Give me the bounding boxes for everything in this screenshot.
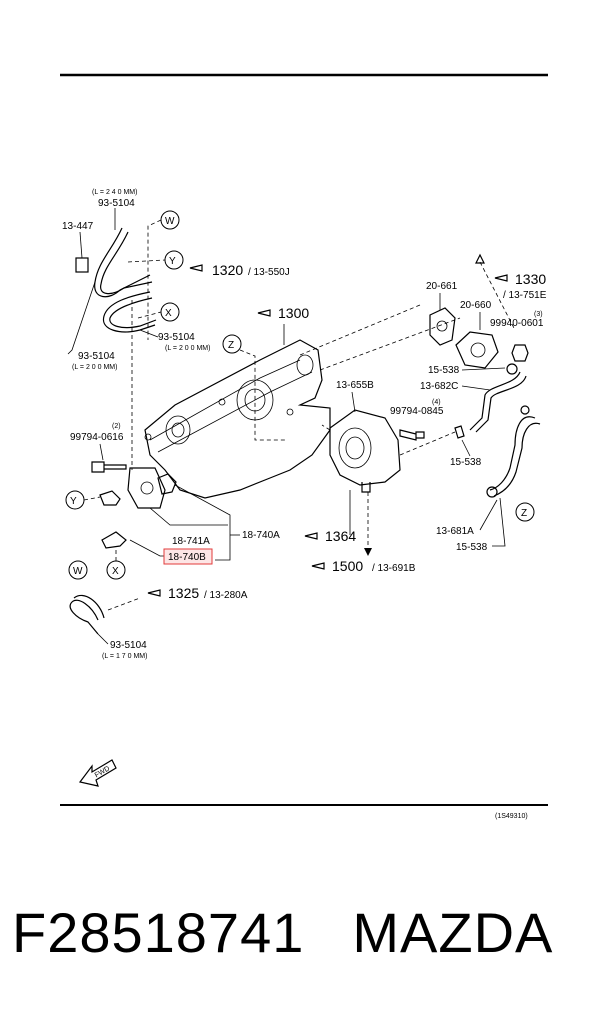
intake-manifold bbox=[144, 339, 331, 499]
ref-1500[interactable]: 1500 bbox=[332, 558, 363, 574]
part-13-655b: 13-655B bbox=[336, 380, 374, 391]
ref-1325[interactable]: 1325 bbox=[168, 585, 199, 601]
part-13-682c: 13-682C bbox=[420, 381, 458, 392]
part-18-741a: 18-741A bbox=[172, 536, 210, 547]
ref-1300[interactable]: 1300 bbox=[278, 305, 309, 321]
hose-93-5104-170 bbox=[69, 599, 99, 635]
svg-text:/ 13-280A: / 13-280A bbox=[204, 590, 248, 601]
highlight-box[interactable] bbox=[163, 548, 213, 565]
svg-text:(3): (3) bbox=[534, 311, 543, 318]
ref-arrow-icon bbox=[257, 309, 271, 317]
ref-arrow-icon bbox=[147, 589, 161, 597]
gasket-18-741a bbox=[127, 467, 166, 509]
hose3-code: 93-5104 bbox=[78, 351, 115, 362]
ref-arrow-icon bbox=[311, 562, 325, 570]
part-99794-0845: 99794-0845 bbox=[390, 406, 444, 417]
svg-text:/ 13-550J: / 13-550J bbox=[248, 267, 290, 278]
hose1-code: 93-5104 bbox=[98, 198, 135, 209]
hose4-length: (L = 1 7 0 MM) bbox=[102, 653, 147, 660]
clamp-13-447 bbox=[75, 257, 89, 273]
part-99940-0601: 99940-0601 bbox=[490, 318, 544, 329]
part-18-740a: 18-740A bbox=[242, 530, 280, 541]
hose1-length: (L = 2 4 0 MM) bbox=[92, 189, 137, 196]
gasket-20-661 bbox=[429, 307, 456, 346]
callout-z-top bbox=[222, 334, 242, 354]
hose-93-5104-240 bbox=[94, 227, 151, 298]
svg-text:W: W bbox=[73, 566, 83, 577]
svg-text:Y: Y bbox=[169, 256, 176, 267]
hose4-code: 93-5104 bbox=[110, 640, 147, 651]
svg-text:(4): (4) bbox=[432, 399, 441, 406]
svg-text:W: W bbox=[165, 216, 175, 227]
svg-text:Z: Z bbox=[521, 508, 527, 519]
hose-93-5104-200-a bbox=[102, 291, 156, 333]
ref-1320[interactable]: 1320 bbox=[212, 262, 243, 278]
bolt-99794-0845 bbox=[399, 429, 425, 441]
svg-text:Y: Y bbox=[70, 496, 77, 507]
part-20-661: 20-661 bbox=[426, 281, 458, 292]
part-number: F28518741 bbox=[12, 901, 305, 964]
hose2-length: (L = 2 0 0 MM) bbox=[165, 345, 210, 352]
svg-text:(2): (2) bbox=[112, 423, 121, 430]
valve-20-660 bbox=[455, 331, 499, 369]
svg-text:/ 13-751E: / 13-751E bbox=[503, 290, 547, 301]
seal-18-740a bbox=[157, 473, 177, 495]
part-15-538-b: 15-538 bbox=[450, 457, 482, 468]
hose-93-5104-200-a-outer bbox=[109, 297, 157, 329]
hose-13-682c bbox=[469, 371, 521, 431]
hose2-code: 93-5104 bbox=[158, 332, 195, 343]
footer-caption: F28518741 MAZDA bbox=[12, 900, 592, 965]
fitting-x bbox=[101, 531, 127, 549]
hose-93-5104-240-outer bbox=[100, 231, 153, 295]
part-99794-0616: 99794-0616 bbox=[70, 432, 124, 443]
hose-13-681a bbox=[489, 416, 536, 491]
part-18-740b[interactable]: 18-740B bbox=[168, 552, 206, 563]
svg-text:X: X bbox=[112, 566, 119, 577]
fitting-y bbox=[99, 490, 121, 506]
callout-z-right bbox=[515, 502, 535, 522]
brand-name: MAZDA bbox=[352, 901, 554, 964]
part-15-538-a: 15-538 bbox=[428, 365, 460, 376]
ref-1330[interactable]: 1330 bbox=[515, 271, 546, 287]
part-13-447: 13-447 bbox=[62, 221, 94, 232]
ref-1364[interactable]: 1364 bbox=[325, 528, 356, 544]
ref-arrow-icon bbox=[189, 264, 203, 272]
svg-text:/ 13-691B: / 13-691B bbox=[372, 563, 416, 574]
svg-text:X: X bbox=[165, 308, 172, 319]
ref-arrow-icon bbox=[494, 274, 508, 282]
part-20-660: 20-660 bbox=[460, 300, 492, 311]
throttle-body-13-655b bbox=[329, 409, 401, 486]
figure-code: (1S49310) bbox=[495, 813, 528, 820]
bolt-99794-0616 bbox=[91, 461, 127, 473]
svg-text:FWD: FWD bbox=[94, 765, 111, 779]
svg-text:Z: Z bbox=[228, 340, 234, 351]
part-15-538-c: 15-538 bbox=[456, 542, 488, 553]
part-13-681a: 13-681A bbox=[436, 526, 474, 537]
nut-99940-0601 bbox=[511, 344, 529, 362]
hose3-length: (L = 2 0 0 MM) bbox=[72, 364, 117, 371]
fwd-arrow-icon: FWD bbox=[78, 759, 117, 787]
callout-w-bottom bbox=[68, 560, 88, 580]
clamp-15-538-b bbox=[454, 425, 465, 439]
ref-arrow-icon bbox=[304, 532, 318, 540]
